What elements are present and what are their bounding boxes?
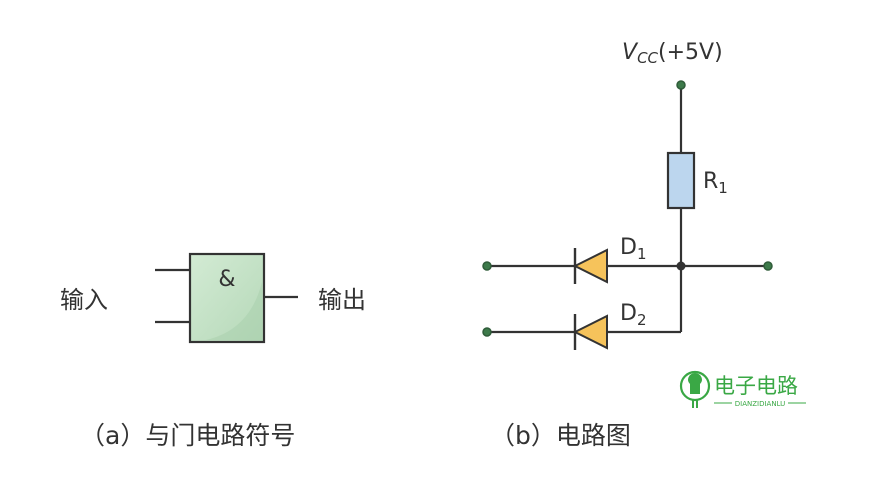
diode1-label: D1 (620, 235, 647, 263)
input-label: 输入 (60, 286, 108, 314)
circuit-nodes (482, 80, 773, 337)
output-terminal-node (763, 261, 773, 271)
resistor-r1 (666, 151, 696, 210)
vcc-symbol: V (622, 40, 639, 65)
input-a-terminal-node (482, 261, 492, 271)
diode-d1-body (572, 248, 608, 284)
watermark-logo: 电子电路 DIANZIDIANLU (679, 370, 806, 408)
resistor-label: R1 (703, 169, 728, 197)
resistor-subscript: 1 (718, 179, 728, 197)
diode2-symbol: D (620, 301, 637, 326)
and-gate-symbol: & (155, 252, 298, 344)
resistor-symbol: R (703, 169, 718, 194)
vcc-terminal-node (676, 80, 686, 90)
diode1-subscript: 1 (637, 245, 647, 263)
circuit-caption: （b）电路图 (490, 421, 631, 450)
gate-body-shade (206, 282, 262, 340)
circuit-wires (487, 85, 768, 334)
vcc-subscript: CC (637, 49, 658, 67)
vcc-value: (+5V) (658, 40, 723, 65)
watermark-bulb-icon (679, 370, 711, 402)
vcc-label: VCC(+5V) (622, 40, 723, 67)
output-label: 输出 (318, 286, 366, 314)
diode2-label: D2 (620, 301, 647, 329)
input-b-terminal-node (482, 327, 492, 337)
gate-label: & (218, 267, 235, 292)
gate-caption: （a）与门电路符号 (80, 421, 295, 450)
diode-d1 (572, 248, 608, 284)
diode2-subscript: 2 (637, 311, 647, 329)
watermark-cn-text: 电子电路 (714, 374, 798, 398)
diode-d2-body (572, 314, 608, 350)
watermark-en-text: DIANZIDIANLU (735, 400, 786, 408)
junction-dot (676, 261, 686, 271)
diode-d2 (572, 314, 608, 350)
diode1-symbol: D (620, 235, 637, 260)
watermark-bulb-glyph (688, 373, 702, 394)
